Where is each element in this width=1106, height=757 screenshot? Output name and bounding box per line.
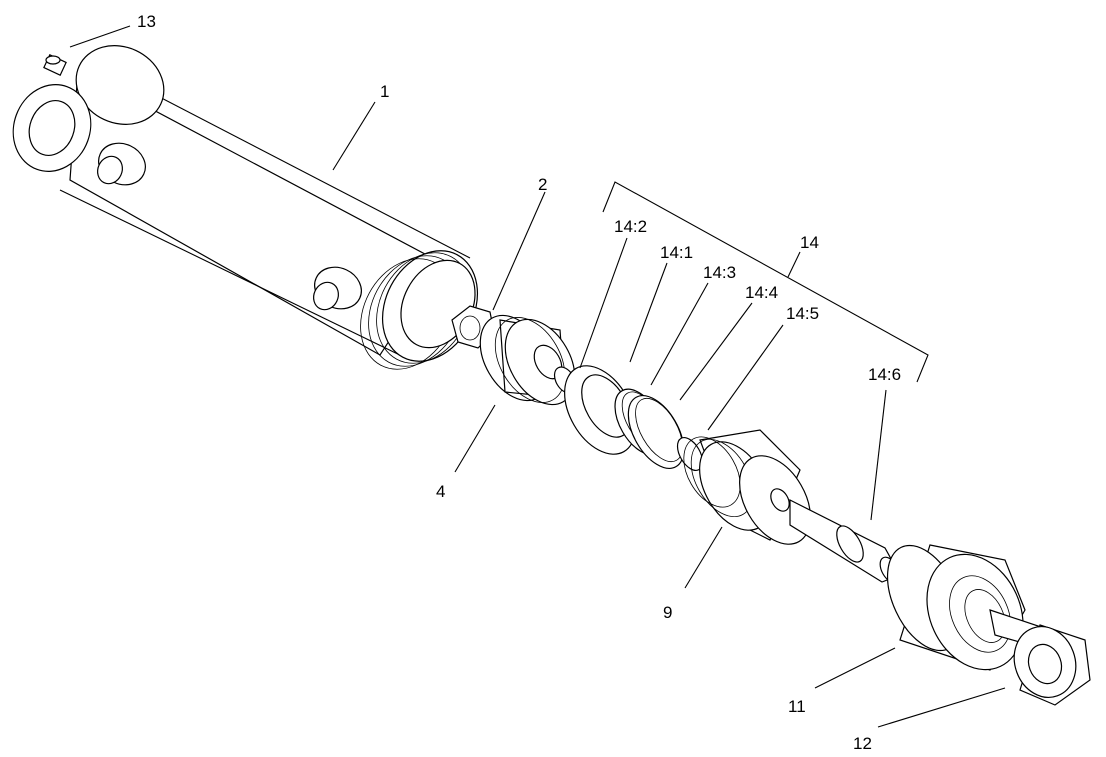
part-14-4-o-ring: [627, 395, 685, 469]
part-14-6-rod: [789, 499, 901, 584]
callout-2: 2: [538, 175, 547, 194]
leader-12: [877, 687, 1006, 728]
callout-13: 13: [137, 12, 156, 31]
callout-14-2: 14:2: [614, 217, 647, 236]
leader-1: [332, 101, 376, 171]
callout-9: 9: [663, 603, 672, 622]
part-9-gland: [683, 429, 811, 545]
leader-13: [69, 25, 131, 48]
leader-lines: [69, 25, 1006, 728]
kit-14-bracket: [602, 181, 929, 383]
callout-14-4: 14:4: [745, 283, 778, 302]
leader-9: [684, 526, 723, 589]
leader-4: [454, 404, 496, 473]
part-11-boss: [886, 544, 1026, 671]
part-4-piston: [479, 314, 576, 406]
leader-14-3: [650, 282, 709, 386]
leader-11: [814, 647, 896, 689]
leader-2: [492, 191, 546, 311]
leader-14-5: [707, 324, 784, 431]
callout-labels: 1 2 4 9 11 12 13 14 14:2 14:1 14:3 14:4 …: [137, 12, 901, 753]
leader-14-4: [679, 302, 753, 401]
leader-14-1: [629, 262, 668, 363]
part-1-cylinder-barrel: [12, 45, 479, 370]
callout-14: 14: [800, 233, 819, 252]
callout-1: 1: [380, 82, 389, 101]
leader-14-6: [870, 389, 887, 521]
callout-12: 12: [853, 734, 872, 753]
leader-14: [787, 251, 801, 278]
leader-14-2: [579, 237, 628, 369]
callout-4: 4: [436, 482, 445, 501]
part-12-clevis: [989, 609, 1091, 706]
part-13-grease-fitting: [43, 54, 67, 76]
callout-14-3: 14:3: [703, 263, 736, 282]
callout-14-5: 14:5: [786, 304, 819, 323]
callout-14-1: 14:1: [660, 243, 693, 262]
callout-14-6: 14:6: [868, 365, 901, 384]
callout-11: 11: [788, 697, 806, 716]
